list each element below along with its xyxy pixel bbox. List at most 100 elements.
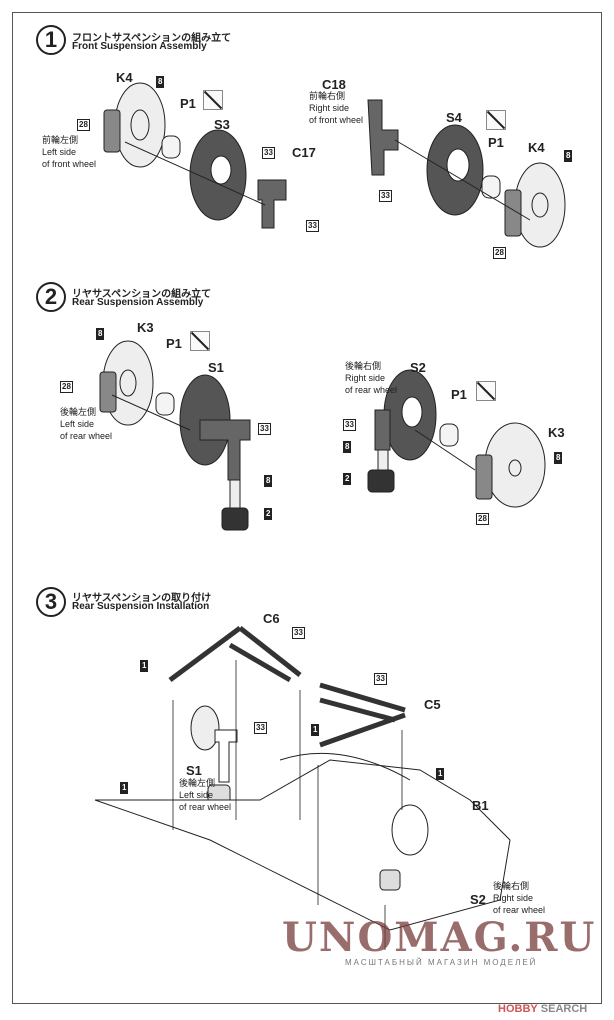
note-en: Left side (179, 790, 214, 800)
color-code: 33 (379, 190, 392, 202)
color-code: 28 (77, 119, 90, 131)
note-jp: 後輪左側 (179, 778, 216, 788)
color-code: 33 (343, 419, 356, 431)
part-label: C18 (322, 77, 346, 92)
step-title-en: Rear Suspension Installation (72, 601, 210, 612)
color-code: 28 (493, 247, 506, 259)
hub-s2-installed (391, 804, 429, 856)
part-label: K3 (137, 320, 154, 335)
part-label: S1 (186, 763, 202, 778)
color-code: 33 (374, 673, 387, 685)
part-label: S2 (470, 892, 486, 907)
part-label: S1 (208, 360, 224, 375)
source-logo: HOBBY SEARCH (498, 1003, 587, 1015)
hub-s4 (426, 124, 484, 216)
brake-disc-k4-right (514, 162, 566, 248)
part-label: P1 (180, 96, 196, 111)
color-code: 2 (264, 508, 273, 520)
strut-s2 (367, 369, 437, 493)
collar-p1 (161, 135, 181, 159)
logo-part: SEARCH (540, 1003, 588, 1015)
part-label: C6 (263, 611, 280, 626)
note-jp: 前輪左側 (42, 135, 79, 145)
part-label: B1 (472, 798, 489, 813)
color-code: 1 (120, 782, 129, 794)
part-label: K4 (528, 140, 545, 155)
brake-disc-k4-left (114, 82, 166, 168)
note-jp: 前輪右側 (309, 91, 346, 101)
color-code: 28 (60, 381, 73, 393)
caliper-left (103, 109, 121, 153)
right-side-note: 前輪右側 Right side of front wheel (309, 90, 363, 126)
part-label: P1 (451, 387, 467, 402)
color-code: 1 (311, 724, 320, 736)
color-code: 8 (156, 76, 165, 88)
note-jp: 後輪左側 (60, 407, 97, 417)
chassis-b1 (94, 759, 511, 931)
step-number: 2 (36, 282, 66, 312)
color-code: 2 (343, 473, 352, 485)
color-code: 8 (554, 452, 563, 464)
suspension-arm-c6 (168, 625, 302, 683)
no-glue-icon (190, 331, 210, 351)
part-label: S2 (410, 360, 426, 375)
color-code: 8 (343, 441, 352, 453)
part-label: K4 (116, 70, 133, 85)
color-code: 8 (96, 328, 105, 340)
step-title-jp: フロントサスペンションの組み立て (72, 33, 232, 44)
part-label: P1 (488, 135, 504, 150)
left-side-note: 後輪左側 Left side of rear wheel (179, 777, 231, 813)
note-en: Right side (345, 373, 386, 383)
color-code: 28 (476, 513, 489, 525)
color-code: 1 (140, 660, 149, 672)
note-en: of front wheel (42, 159, 97, 169)
step-title-jp: リヤサスペンションの取り付け (72, 593, 212, 604)
part-label: C17 (292, 145, 316, 160)
note-en: Left side (60, 419, 95, 429)
knuckle-c17 (257, 179, 287, 229)
right-side-note: 後輪右側 Right side of rear wheel (345, 360, 397, 396)
part-label: S4 (446, 110, 462, 125)
brake-disc-k3-right (484, 422, 546, 508)
note-en: Left side (42, 147, 77, 157)
knuckle-c18 (367, 99, 399, 176)
logo-part: HOBBY (498, 1003, 538, 1015)
color-code: 33 (258, 423, 271, 435)
step-number: 1 (36, 25, 66, 55)
note-en: Right side (493, 893, 534, 903)
part-label: S3 (214, 117, 230, 132)
watermark: UNOMAG.RU (282, 914, 597, 961)
right-side-note: 後輪右側 Right side of rear wheel (493, 880, 545, 916)
note-en: of rear wheel (345, 385, 398, 395)
note-jp: 後輪右側 (493, 881, 530, 891)
step-title-en: Rear Suspension Assembly (72, 297, 204, 308)
note-jp: 後輪右側 (345, 361, 382, 371)
note-en: Right side (309, 103, 350, 113)
note-en: of front wheel (309, 115, 364, 125)
color-code: 8 (564, 150, 573, 162)
step-title-jp: リヤサスペンションの組み立て (72, 289, 212, 300)
color-code: 33 (292, 627, 305, 639)
no-glue-icon (486, 110, 506, 130)
note-en: of rear wheel (179, 802, 232, 812)
page-frame (12, 12, 602, 1004)
watermark-subtitle: МАСШТАБНЫЙ МАГАЗИН МОДЕЛЕЙ (345, 958, 538, 967)
hub-s3 (189, 129, 247, 221)
suspension-arm-c5 (319, 682, 406, 748)
color-code: 8 (264, 475, 273, 487)
part-label: K3 (548, 425, 565, 440)
color-code: 33 (254, 722, 267, 734)
no-glue-icon (476, 381, 496, 401)
part-label: C5 (424, 697, 441, 712)
color-code: 33 (306, 220, 319, 232)
left-side-note: 前輪左側 Left side of front wheel (42, 134, 96, 170)
color-code: 1 (436, 768, 445, 780)
step-number: 3 (36, 587, 66, 617)
note-en: of rear wheel (493, 905, 546, 915)
no-glue-icon (203, 90, 223, 110)
part-label: P1 (166, 336, 182, 351)
assembly-line (124, 141, 266, 206)
step-title-en: Front Suspension Assembly (72, 41, 207, 52)
strut-s1 (179, 374, 251, 531)
